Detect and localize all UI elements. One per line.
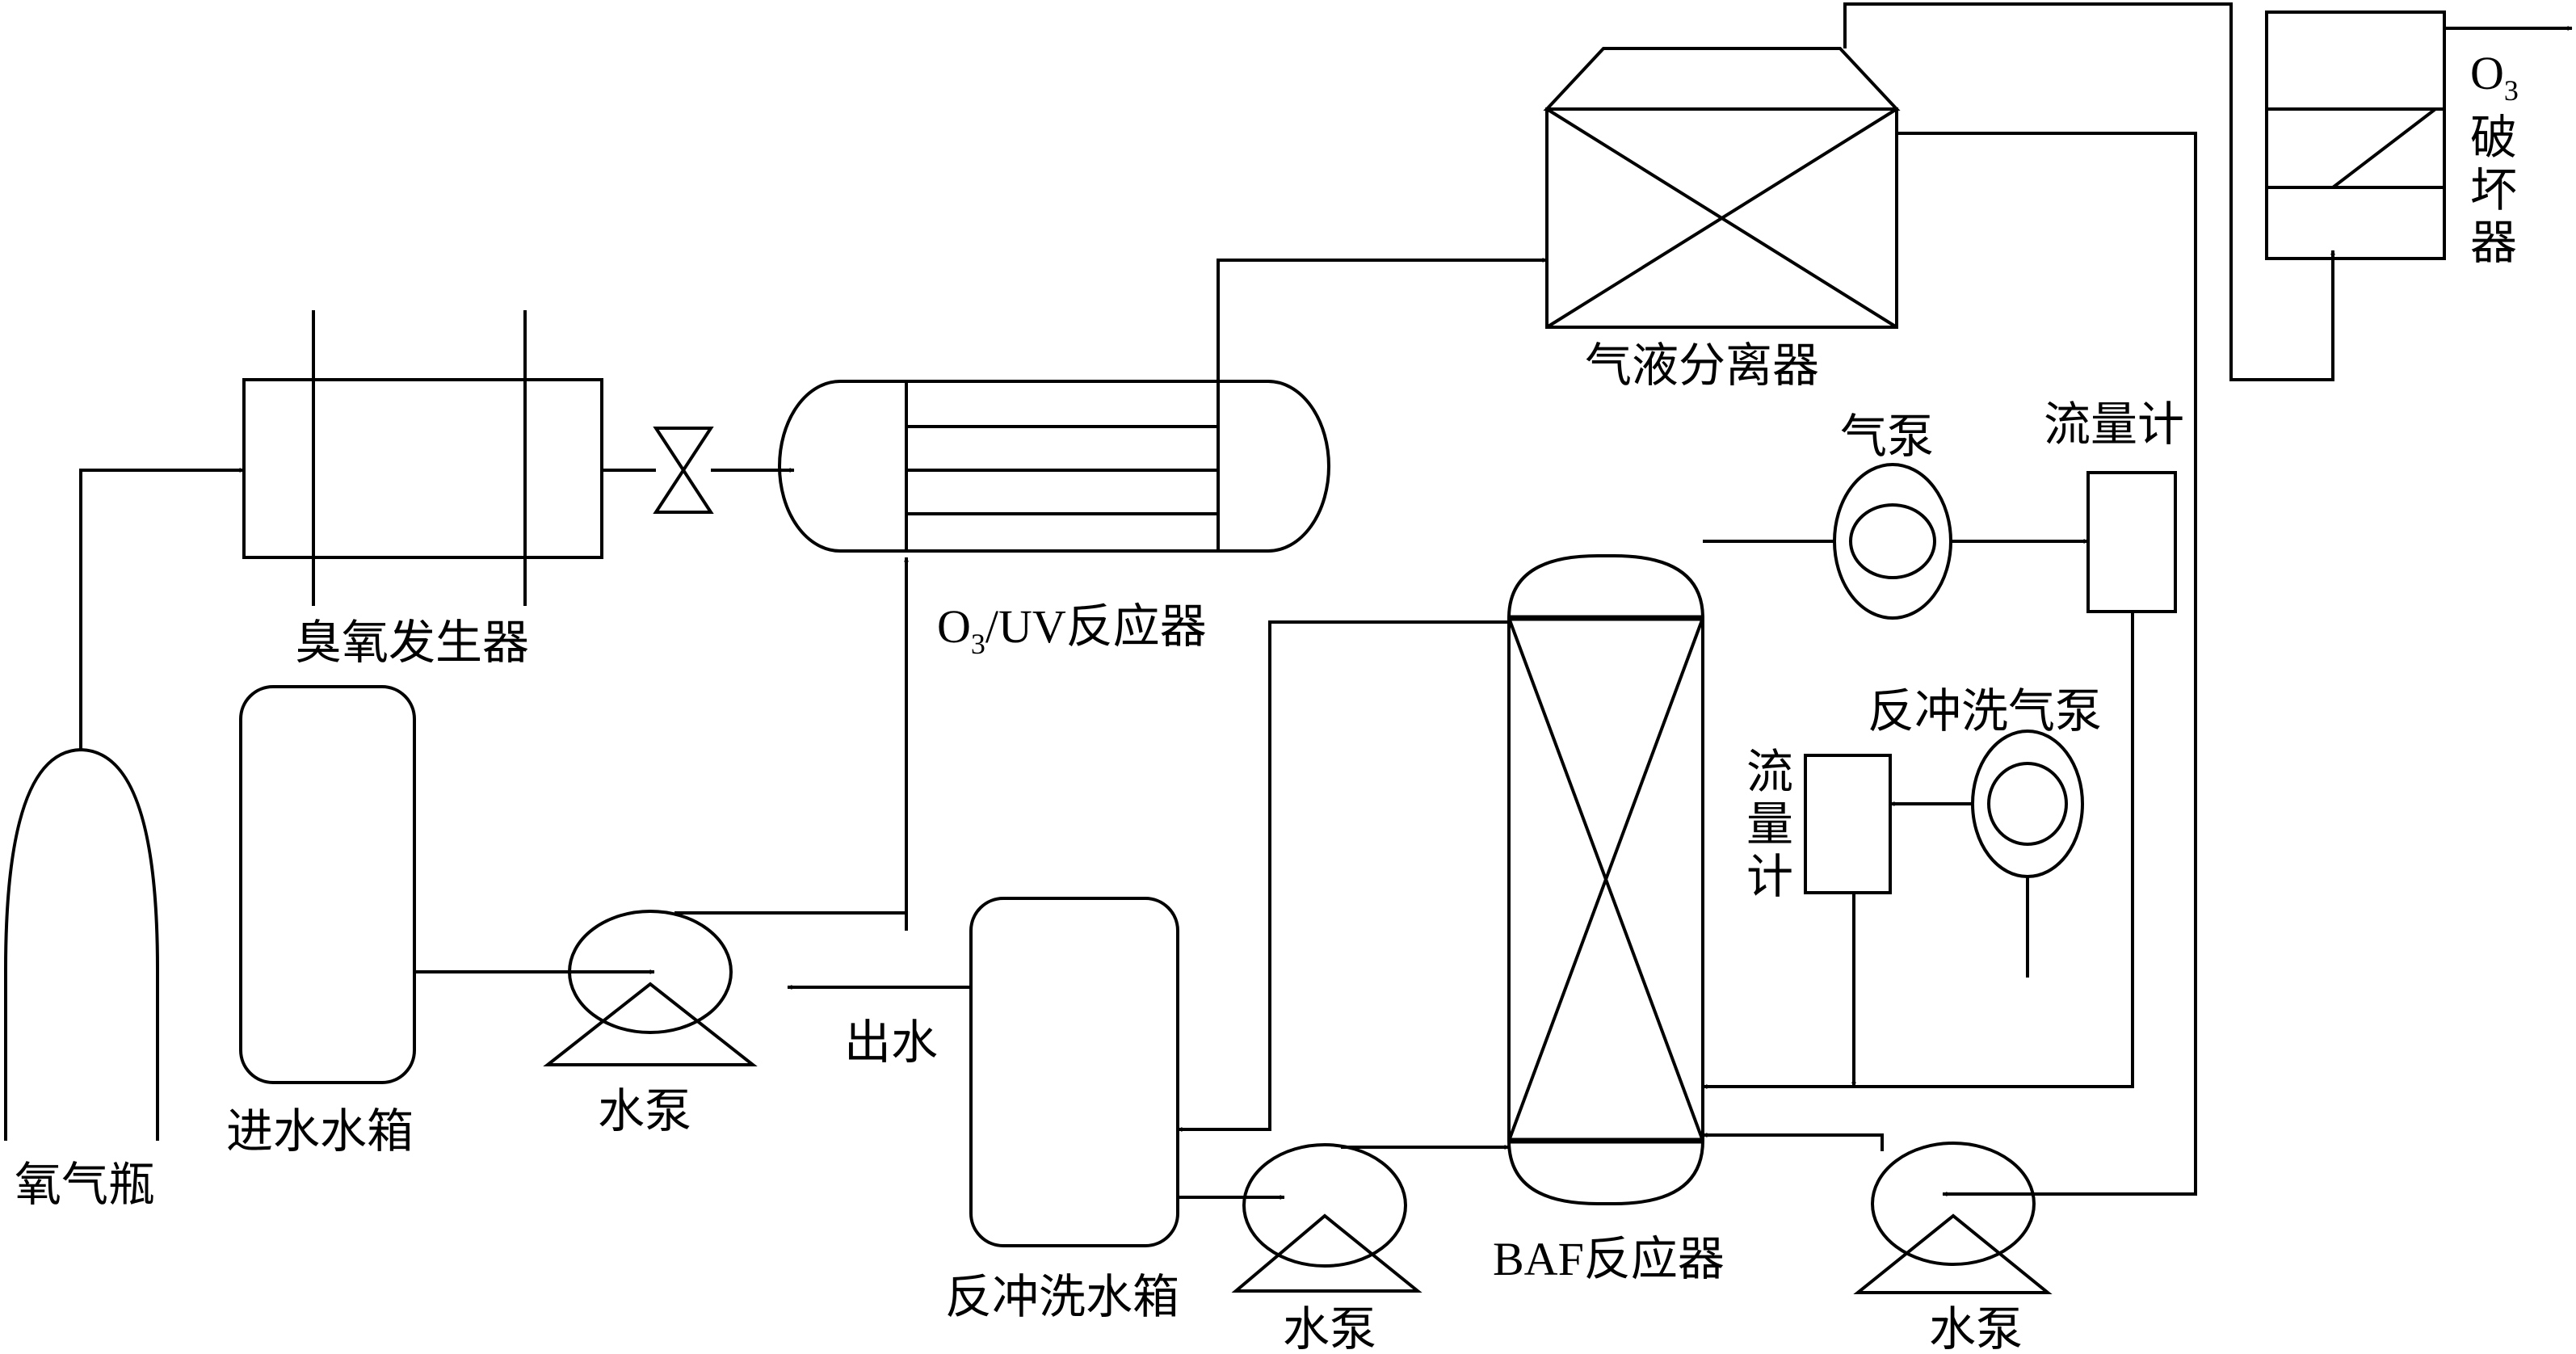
flowmeter-side-label-2: 量 [1746,798,1793,851]
water-pump-3-label: 水泵 [1929,1303,2023,1354]
pipe-pump1-to-reactor [674,557,909,931]
flowmeter-top-label: 流量计 [2044,398,2184,451]
water-pump-2 [1231,1143,1422,1293]
o3-destructor-label-1: 破 [2470,111,2517,164]
pipe-oxygen-to-generator [79,468,245,750]
pipe-reactor-to-separator [1217,258,1548,381]
feed-water-tank [239,685,416,1084]
flowmeter-side-label-1: 流 [1746,746,1793,798]
feed-water-tank-label: 进水水箱 [226,1105,414,1158]
air-pump-label: 气泵 [1840,410,1934,463]
gas-liquid-separator-label: 气液分离器 [1585,339,1819,392]
oxygen-cylinder-label: 氧气瓶 [15,1158,155,1211]
air-pump [1833,463,1952,620]
ozone-generator-label: 臭氧发生器 [295,616,529,669]
backwash-water-tank-label: 反冲洗水箱 [945,1271,1179,1323]
water-pump-3 [1853,1142,2053,1294]
backwash-air-pump [1971,730,2084,978]
backwash-air-pump-label: 反冲洗气泵 [1868,685,2102,738]
flowmeter-side-label-3: 计 [1746,851,1793,903]
gas-liquid-separator [1543,47,1901,329]
pipe-separator-to-destructor [1843,2,2335,381]
water-pump-2-label: 水泵 [1283,1303,1376,1354]
o3-destructor-label-o3: O3 [2470,47,2519,107]
effluent-label: 出水 [844,1016,938,1069]
baf-reactor-label: BAF反应器 [1493,1233,1725,1285]
o3-destructor-label-2: 坏 [2470,164,2517,217]
backwash-water-tank [969,897,1179,1247]
o3-destructor-label-3: 器 [2470,217,2517,269]
pipe-separator-to-pump3 [1897,132,2197,1196]
ozone-generator [242,310,603,606]
flowmeter-top [2086,471,2177,613]
o3uv-reactor-label: O3/UV反应器 [937,600,1207,660]
baf-reactor [1507,554,1704,1205]
pipe-flowmeter-to-baf [1702,612,2134,1089]
water-pump-1 [543,910,758,1066]
pipe-pump3-to-baf [1702,1133,1884,1151]
flowmeter-side [1804,754,1892,894]
o3-destructor [2265,11,2446,260]
oxygen-cylinder [4,747,159,1141]
o3uv-reactor [778,380,1330,553]
pipe-baf-to-backwash-tank [1177,620,1509,1132]
water-pump-1-label: 水泵 [598,1085,691,1137]
valve-icon [653,427,714,514]
